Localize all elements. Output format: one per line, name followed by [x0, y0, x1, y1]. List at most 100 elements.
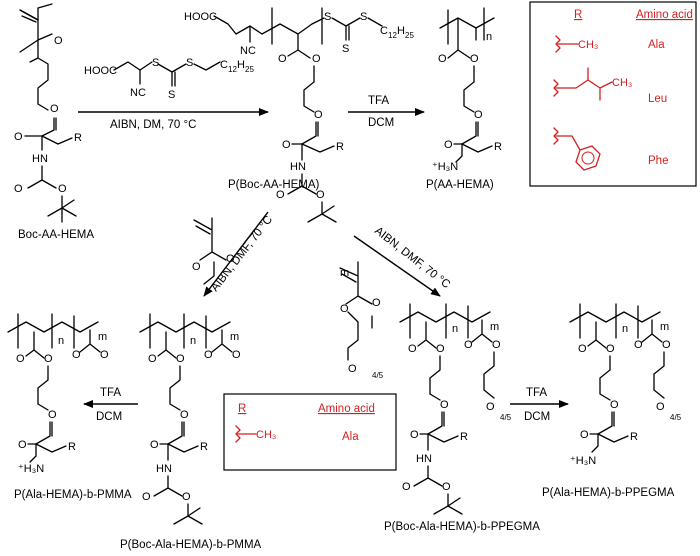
cta-reagent: HOOC S S C 12 H 25 NC S — [84, 57, 254, 101]
svg-text:S: S — [152, 57, 159, 69]
svg-text:O: O — [314, 109, 323, 121]
svg-text:S: S — [342, 43, 349, 55]
polymer-p-aa-hema: n O O O O R ⁺H₃N P(AA-HEMA) — [426, 7, 502, 191]
svg-text:O: O — [192, 261, 201, 273]
svg-text:NC: NC — [130, 87, 146, 99]
svg-text:HOOC: HOOC — [184, 11, 217, 23]
svg-text:O: O — [606, 343, 615, 355]
table-top-col-r: R — [574, 9, 582, 21]
table-top-aa-ala: Ala — [648, 39, 665, 51]
svg-text:4/5: 4/5 — [372, 371, 384, 380]
svg-text:O: O — [402, 481, 411, 493]
svg-text:O: O — [464, 339, 473, 351]
svg-text:25: 25 — [405, 31, 414, 40]
table-top-col-aa: Amino acid — [636, 9, 693, 21]
table-mid-aa-ala: Ala — [342, 431, 359, 443]
step2-solvent: DCM — [368, 117, 394, 129]
svg-text:O: O — [148, 353, 157, 365]
wavy-bond-ala — [555, 35, 579, 53]
svg-text:R: R — [336, 141, 344, 153]
polymer1-label: P(Boc-AA-HEMA) — [228, 179, 320, 191]
svg-text:HN: HN — [416, 453, 432, 465]
wavy-bond-phe — [553, 127, 581, 151]
svg-text:R: R — [68, 441, 76, 453]
svg-text:O: O — [492, 339, 501, 351]
svg-text:R: R — [74, 132, 82, 144]
svg-text:R: R — [630, 431, 638, 443]
mma-monomer: O O — [192, 217, 235, 285]
polymer-p-boc-aa-hema: HOOC S S C 12 H 25 S NC O O O O R HN O O… — [184, 7, 414, 223]
svg-text:H: H — [397, 25, 405, 37]
svg-text:⁺H₃N: ⁺H₃N — [432, 161, 458, 173]
table-mid-col-aa: Amino acid — [318, 403, 375, 415]
svg-text:O: O — [58, 183, 67, 195]
svg-text:O: O — [436, 343, 445, 355]
table-mid-frame — [223, 393, 397, 471]
svg-text:n: n — [622, 323, 628, 335]
polymer-p-ala-hema-b-ppegma: n m O O O O O 4/5 O O R ⁺H₃N P(Ala-HEMA)… — [542, 303, 682, 499]
table-top-frame — [529, 1, 697, 187]
svg-text:12: 12 — [388, 31, 397, 40]
polymer-p-boc-ala-hema-b-pmma: n m O O O O O O R HN O O P(Boc-Ala-HEMA)… — [120, 313, 262, 551]
svg-text:n: n — [58, 335, 64, 347]
polymer2-label: P(AA-HEMA) — [426, 179, 494, 191]
svg-text:O: O — [14, 183, 23, 195]
svg-text:O: O — [278, 53, 287, 65]
svg-text:O: O — [232, 349, 241, 361]
step5-reagent: TFA — [100, 387, 121, 399]
svg-text:HN: HN — [290, 161, 306, 173]
svg-text:m: m — [340, 267, 349, 279]
table-mid-col-r: R — [238, 403, 246, 415]
svg-text:O: O — [276, 189, 285, 201]
svg-text:O: O — [656, 401, 665, 413]
svg-text:O: O — [54, 35, 63, 47]
step6-solvent: DCM — [524, 411, 550, 423]
wavy-bond-leu — [553, 67, 613, 101]
polymer4-label: P(Ala-HEMA)-b-PMMA — [14, 489, 132, 501]
svg-text:O: O — [410, 429, 419, 441]
svg-text:CH₃: CH₃ — [256, 429, 276, 441]
pegma-monomer: O m O O 4/5 — [339, 261, 384, 380]
svg-text:O: O — [372, 297, 381, 309]
svg-text:O: O — [444, 139, 453, 151]
svg-text:O: O — [226, 253, 235, 265]
polymer6-label: P(Ala-HEMA)-b-PPEGMA — [542, 487, 675, 499]
svg-text:S: S — [186, 57, 193, 69]
svg-text:O: O — [72, 349, 81, 361]
table-top-aa-leu: Leu — [648, 93, 667, 105]
svg-text:O: O — [470, 53, 479, 65]
svg-text:R: R — [494, 141, 502, 153]
svg-text:O: O — [176, 353, 185, 365]
svg-text:H: H — [237, 59, 245, 71]
arrow-step3 — [203, 211, 269, 297]
svg-text:O: O — [312, 53, 321, 65]
monomer-boc-aa-hema: O O O R HN O O Boc-AA-HEMA — [14, 3, 94, 241]
step1-conditions: AIBN, DM, 70 °C — [110, 119, 196, 131]
svg-text:O: O — [204, 349, 213, 361]
svg-text:O: O — [14, 131, 23, 143]
svg-text:HN: HN — [156, 463, 172, 475]
svg-text:O: O — [662, 339, 671, 351]
svg-text:O: O — [440, 399, 449, 411]
svg-text:4/5: 4/5 — [500, 413, 512, 422]
svg-text:O: O — [182, 491, 191, 503]
svg-text:S: S — [168, 89, 175, 101]
svg-text:O: O — [150, 439, 159, 451]
svg-text:O: O — [442, 481, 451, 493]
svg-text:25: 25 — [245, 65, 254, 74]
svg-text:O: O — [44, 353, 53, 365]
svg-text:m: m — [660, 321, 669, 333]
step2-reagent: TFA — [368, 95, 389, 107]
svg-text:4/5: 4/5 — [670, 413, 682, 422]
svg-text:R: R — [200, 441, 208, 453]
polymer3-label: P(Boc-Ala-HEMA)-b-PMMA — [120, 539, 262, 551]
svg-text:n: n — [486, 31, 492, 43]
svg-text:12: 12 — [228, 65, 237, 74]
svg-text:S: S — [324, 11, 331, 23]
svg-text:m: m — [98, 331, 107, 343]
polymer-p-ala-hema-b-pmma: n m O O O O O O R ⁺H₃N P(Ala-HEMA)-b-PMM… — [7, 313, 132, 501]
svg-text:HN: HN — [32, 153, 48, 165]
svg-text:HOOC: HOOC — [84, 65, 117, 77]
svg-text:O: O — [142, 491, 151, 503]
